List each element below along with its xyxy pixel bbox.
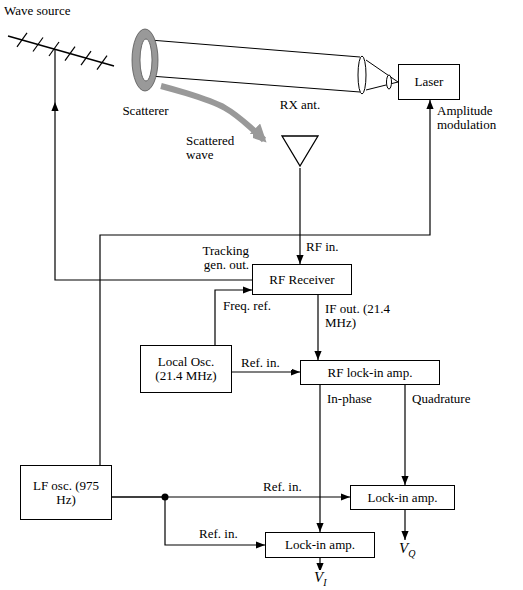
node-label: Lock-in amp. (285, 538, 355, 552)
edge-label: Scattered wave (185, 134, 253, 162)
node-label: Local Osc. (21.4 MHz) (146, 355, 226, 383)
signal-line (112, 497, 265, 545)
node-label: Wave source (4, 4, 70, 18)
laser-box: Laser (398, 64, 460, 100)
edge-label: In-phase (326, 392, 388, 406)
antenna-element (49, 42, 59, 56)
signal-line (404, 385, 405, 485)
edge-label: Ref. in. (262, 480, 314, 494)
antenna-element (97, 56, 107, 70)
node-label: Lock-in amp. (367, 491, 437, 505)
edge-label: Freq. ref. (222, 299, 286, 313)
edge-label: Ref. in. (198, 527, 250, 541)
output-signal-name: VI (313, 570, 328, 590)
horn-antenna (282, 136, 318, 166)
lockin-box: Lock-in amp. (265, 532, 375, 558)
output-signal-name: VQ (398, 541, 416, 561)
edge-label: Tracking gen. out. (186, 244, 250, 272)
signal-line (232, 371, 300, 372)
beam-edge (366, 60, 398, 82)
edge-label: Quadrature (411, 392, 485, 406)
node-label: RX ant. (272, 98, 328, 112)
output-arrow (404, 510, 405, 540)
rx-antenna: RX ant. (272, 98, 328, 168)
edge-label: IF out. (21.4 MHz) (324, 302, 398, 330)
node-label: RF Receiver (269, 273, 334, 287)
edge-label: Amplitude modulation (436, 104, 518, 132)
node-label: LF osc. (975 Hz) (26, 479, 106, 507)
node-label: RF lock-in amp. (328, 366, 413, 380)
junction-dot (162, 494, 169, 501)
node-label: Laser (415, 75, 444, 89)
rf-lockin-box: RF lock-in amp. (300, 360, 440, 385)
antenna-element (65, 47, 75, 61)
edge-label: RF in. (305, 240, 357, 254)
local-oscillator-box: Local Osc. (21.4 MHz) (140, 345, 232, 393)
wave-source-antenna: Wave source (2, 2, 117, 102)
node-label: Scatterer (108, 104, 183, 118)
signal-line (299, 168, 300, 264)
signal-line (319, 385, 320, 532)
edge-label: Ref. in. (240, 356, 292, 370)
antenna-element (33, 37, 43, 51)
signal-line (317, 295, 318, 360)
lockin-box: Lock-in amp. (350, 485, 455, 510)
lf-oscillator-box: LF osc. (975 Hz) (20, 465, 112, 520)
lens (387, 75, 392, 89)
antenna-mast (54, 49, 55, 102)
scatterer-ring (132, 29, 158, 91)
signal-line (100, 100, 430, 465)
antenna-element (17, 33, 27, 47)
scattered-wave-arrow (161, 86, 264, 140)
signal-line (55, 102, 252, 280)
scatterer-hole (140, 39, 152, 81)
lens (358, 56, 366, 94)
antenna-boom (8, 36, 114, 66)
rf-receiver-box: RF Receiver (252, 264, 352, 295)
beam-edge (150, 40, 360, 57)
antenna-element (81, 51, 91, 65)
scatterer: Scatterer (108, 26, 183, 118)
beam-edge (366, 82, 398, 90)
